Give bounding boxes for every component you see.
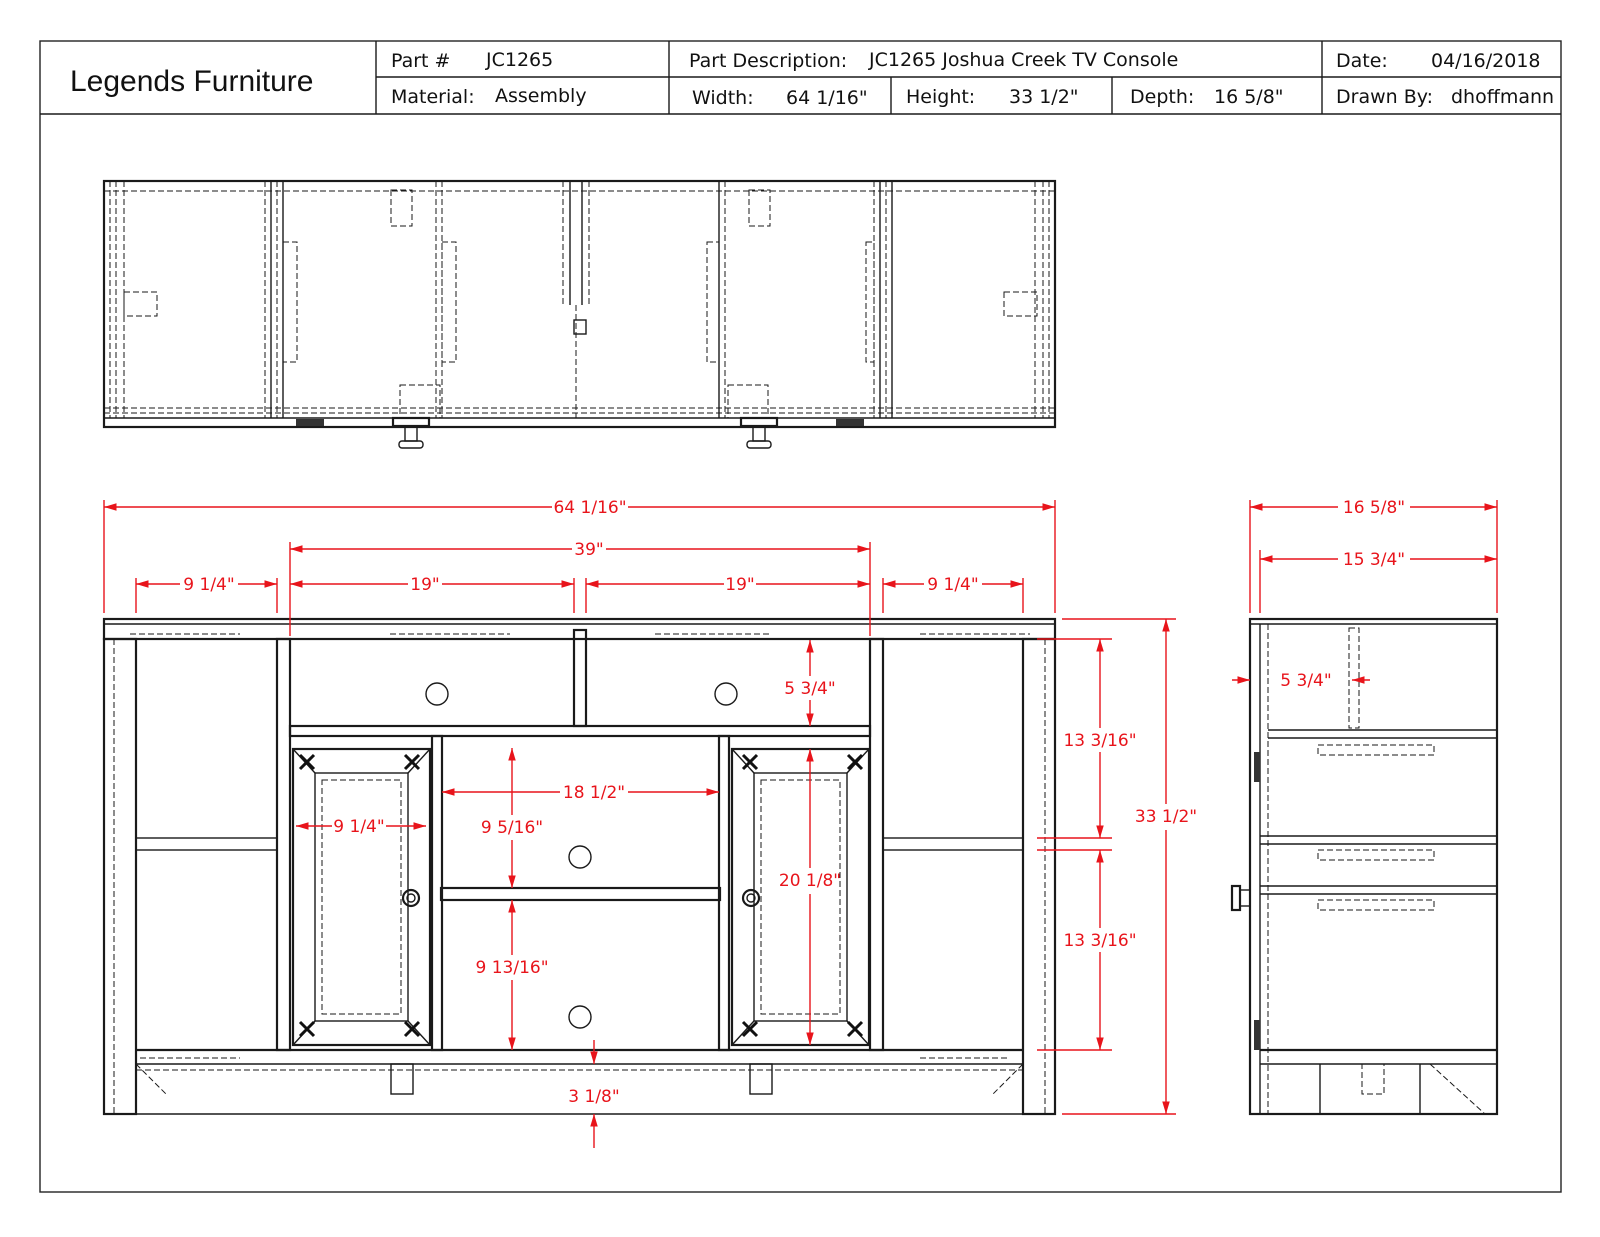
dim-left-bay: 9 1/4"	[183, 575, 234, 595]
dim-right-bay: 9 1/4"	[927, 575, 978, 595]
sheet-border	[39, 40, 1562, 1193]
dim-side-lower: 13 3/16"	[1063, 931, 1136, 951]
width-label: Width:	[692, 87, 754, 109]
dim-center-span: 39"	[574, 540, 603, 560]
date-value: 04/16/2018	[1431, 50, 1541, 72]
part-value: JC1265	[485, 49, 553, 71]
dim-side-upper: 13 3/16"	[1063, 731, 1136, 751]
height-value: 33 1/2"	[1009, 86, 1079, 108]
title-block: Legends Furniture Part # JC1265 Material…	[39, 40, 1562, 1193]
dim-center-opening: 18 1/2"	[563, 783, 625, 803]
top-view	[102, 179, 1057, 449]
dim-door-width: 9 1/4"	[333, 817, 384, 837]
dim-lower-gap: 9 13/16"	[475, 958, 548, 978]
dim-overall-depth: 16 5/8"	[1343, 498, 1405, 518]
material-label: Material:	[391, 86, 475, 108]
dim-overall-height: 33 1/2"	[1135, 807, 1197, 827]
dim-base-height: 3 1/8"	[568, 1087, 619, 1107]
dim-overall-width: 64 1/16"	[553, 498, 626, 518]
depth-value: 16 5/8"	[1214, 86, 1284, 108]
date-label: Date:	[1336, 50, 1388, 72]
drawn-label: Drawn By:	[1336, 86, 1433, 108]
dim-side-drawer: 5 3/4"	[1280, 671, 1331, 691]
dimensions: 64 1/16" 39" 9 1/4" 19" 19" 9 1/4" 5 3/4	[103, 498, 1498, 1148]
material-value: Assembly	[495, 85, 587, 107]
description-label: Part Description:	[689, 50, 847, 72]
side-view	[1230, 617, 1499, 1116]
dim-inner-depth: 15 3/4"	[1343, 550, 1405, 570]
front-view	[102, 617, 1057, 1116]
dim-drawer-height: 5 3/4"	[784, 679, 835, 699]
drawn-value: dhoffmann	[1451, 86, 1554, 108]
dim-left-center: 19"	[410, 575, 439, 595]
dim-right-center: 19"	[725, 575, 754, 595]
dim-upper-gap: 9 5/16"	[481, 818, 543, 838]
company-name: Legends Furniture	[70, 65, 314, 98]
height-label: Height:	[906, 86, 975, 108]
dim-door-height: 20 1/8"	[779, 871, 841, 891]
width-value: 64 1/16"	[786, 87, 868, 109]
description-value: JC1265 Joshua Creek TV Console	[868, 49, 1178, 71]
part-label: Part #	[391, 50, 450, 72]
depth-label: Depth:	[1130, 86, 1194, 108]
